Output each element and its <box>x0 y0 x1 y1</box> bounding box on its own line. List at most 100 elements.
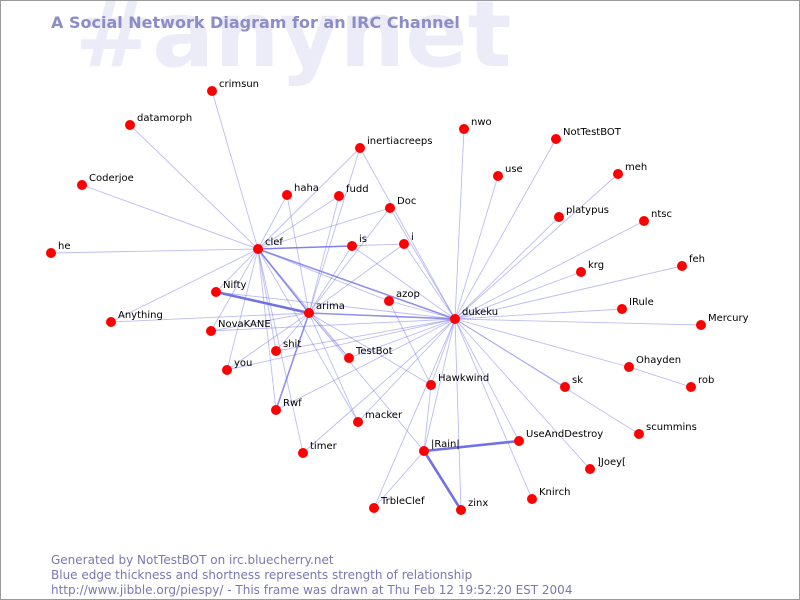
node-rwf[interactable]: Rwf <box>271 398 302 415</box>
node-ntsc[interactable]: ntsc <box>639 209 672 226</box>
node-datamorph[interactable]: datamorph <box>125 113 192 130</box>
node-dot <box>450 314 460 324</box>
node-rob[interactable]: rob <box>686 375 714 392</box>
node-macker[interactable]: macker <box>353 410 403 427</box>
edges-layer <box>50 90 702 511</box>
node-dot <box>514 436 524 446</box>
node-label: Nifty <box>223 280 247 291</box>
node-dot <box>613 169 623 179</box>
node-dot <box>298 448 308 458</box>
edge-dukeku-irule <box>454 308 623 320</box>
edge-arima-you <box>226 312 310 371</box>
edge-dukeku-nwo <box>454 128 465 320</box>
node-he[interactable]: he <box>46 241 71 258</box>
node-sk[interactable]: sk <box>560 375 583 392</box>
node-label: feh <box>689 254 705 265</box>
node-clef[interactable]: clef <box>253 237 283 254</box>
node-label: NotTestBOT <box>563 127 622 138</box>
node-useanddestroy[interactable]: UseAndDestroy <box>514 429 603 446</box>
node-dot <box>271 346 281 356</box>
node-hawkwind[interactable]: Hawkwind <box>426 373 489 390</box>
edge-dukeku-inertiacreeps <box>359 147 456 320</box>
node-dot <box>369 503 379 513</box>
edge-clef-testbot <box>257 248 350 359</box>
edge-clef-arima <box>257 248 310 314</box>
node-testbot[interactable]: TestBot <box>344 346 393 363</box>
node-anything[interactable]: Anything <box>106 310 163 327</box>
node-dot <box>456 505 466 515</box>
node-mercury[interactable]: Mercury <box>696 313 749 330</box>
node-label: nwo <box>471 117 492 128</box>
node-inertiacreeps[interactable]: inertiacreeps <box>355 136 432 153</box>
node-label: platypus <box>566 205 609 216</box>
node-dot <box>617 304 627 314</box>
node-nwo[interactable]: nwo <box>459 117 492 134</box>
edge-dukeku-platypus <box>454 216 560 320</box>
node-scummins[interactable]: scummins <box>634 422 697 439</box>
node-label: timer <box>310 441 338 452</box>
node-rain[interactable]: |Rain| <box>419 439 460 456</box>
node-dot <box>384 296 394 306</box>
node-doc[interactable]: Doc <box>385 196 416 213</box>
edge-dukeku-rain <box>423 318 456 452</box>
node-label: dukeku <box>462 307 498 318</box>
node-trbleclef[interactable]: TrbleClef <box>369 496 425 513</box>
node-label: TrbleClef <box>380 496 425 507</box>
edge-clef-is <box>257 245 353 250</box>
node-dot <box>576 267 586 277</box>
node-platypus[interactable]: platypus <box>554 205 609 222</box>
edge-dukeku-doc <box>389 207 456 320</box>
edge-clef-shit <box>257 248 277 352</box>
node-label: i <box>411 232 414 243</box>
node-nottestbot[interactable]: NotTestBOT <box>551 127 622 144</box>
node-dot <box>253 244 263 254</box>
node-dot <box>554 212 564 222</box>
node-label: use <box>505 164 523 175</box>
node-label: Mercury <box>708 313 749 324</box>
node-label: Coderjoe <box>89 173 134 184</box>
edge-arima-shit <box>275 312 310 352</box>
node-crimsun[interactable]: crimsun <box>207 79 259 96</box>
edge-arima-is <box>308 245 353 314</box>
node-label: datamorph <box>137 113 192 124</box>
node-irule[interactable]: IRule <box>617 297 654 314</box>
edge-clef-novakane <box>210 248 259 332</box>
edge-arima-doc <box>308 207 391 314</box>
node-timer[interactable]: timer <box>298 441 338 458</box>
node-haha[interactable]: haha <box>282 183 319 200</box>
edge-clef-haha <box>257 194 288 250</box>
node-shit[interactable]: shit <box>271 339 301 356</box>
footer-url-line: http://www.jibble.org/piespy/ - This fra… <box>51 583 573 597</box>
node-label: macker <box>365 410 403 421</box>
node-meh[interactable]: meh <box>613 162 647 179</box>
edge-dukeku-sk <box>454 318 566 388</box>
edge-hawkwind-azop <box>388 300 432 386</box>
node-coderjoe[interactable]: Coderjoe <box>77 173 134 190</box>
node-zinx[interactable]: zinx <box>456 498 488 515</box>
node-nifty[interactable]: Nifty <box>211 280 247 297</box>
node-is[interactable]: is <box>347 234 367 251</box>
edge-clef-i <box>257 243 405 250</box>
node-i[interactable]: i <box>399 232 414 249</box>
node-dukeku[interactable]: dukeku <box>450 307 498 324</box>
node-krg[interactable]: krg <box>576 260 604 277</box>
node-arima[interactable]: arima <box>304 301 345 318</box>
edge-dukeku-you <box>226 318 456 371</box>
edge-dukeku-timer <box>302 318 456 454</box>
node-ohayden[interactable]: Ohayden <box>624 355 681 372</box>
node-novakane[interactable]: NovaKANE <box>206 319 271 336</box>
node-azop[interactable]: azop <box>384 289 420 306</box>
node-knirch[interactable]: Knirch <box>527 487 570 504</box>
edge-rain-trbleclef <box>373 450 425 509</box>
edge-clef-macker <box>257 248 359 423</box>
node-label: ]Joey[ <box>597 457 626 468</box>
node-you[interactable]: you <box>222 358 252 375</box>
node-feh[interactable]: feh <box>677 254 705 271</box>
node-label: ntsc <box>651 209 672 220</box>
node-fudd[interactable]: fudd <box>334 184 369 201</box>
node-use[interactable]: use <box>493 164 523 181</box>
edge-clef-inertiacreeps <box>257 147 361 250</box>
node-label: meh <box>625 162 647 173</box>
node-joey[interactable]: ]Joey[ <box>585 457 626 474</box>
